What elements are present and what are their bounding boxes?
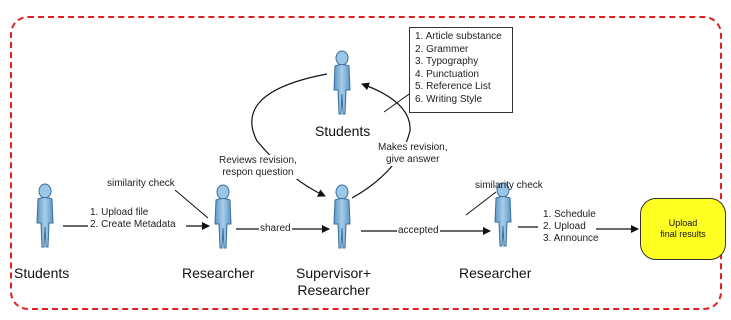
shared-label: shared [259,223,292,235]
criteria-item: 3. Typography [415,56,479,67]
reviews-line2: respon question [222,167,294,178]
criteria-item: 2. Grammer [415,43,469,55]
upload-final-results-node: Upload final results [640,198,726,260]
list-pointer-line [383,91,413,113]
actor-researcher-right: Researcher [459,265,532,281]
student-top-figure [333,50,351,115]
dashed-frame [10,16,722,310]
final-step-item: 2. Upload [543,221,586,232]
reviews-line1: Reviews revision, [219,155,297,166]
similarity-left-line [174,189,209,219]
step1-item: 1. Upload file [90,207,149,218]
actor-researcher-left: Researcher [182,265,255,281]
accepted-label: accepted [397,225,440,237]
actor-students-left: Students [14,265,70,281]
researcher-right-figure [494,182,512,247]
final-steps-list: 1. Schedule 2. Upload 3. Announce [543,209,599,245]
criteria-item: 6. Writing Style [415,93,483,105]
review-criteria-box: 1. Article substance 2. Grammer 3. Typog… [409,27,513,113]
step1-list: 1. Upload file 2. Create Metadata [90,207,176,231]
actor-supervisor-line1: Supervisor+ [296,265,372,281]
similarity-left-label: similarity check [107,178,175,189]
makes-line1: Makes revision, [378,142,448,153]
reviews-label: Reviews revision, respon question [219,155,297,179]
researcher-left-figure [214,184,232,249]
makes-line2: give answer [386,154,440,165]
criteria-item: 1. Article substance [415,31,502,42]
similarity-right-label: similarity check [475,180,543,191]
bubble-line1: Upload [668,218,698,228]
final-step-item: 1. Schedule [543,209,596,220]
supervisor-figure [333,184,351,249]
final-step-item: 3. Announce [543,233,599,244]
reviews-arrow [251,73,328,197]
actor-supervisor-line2: Researcher [297,282,370,298]
student-left-figure [36,183,54,248]
criteria-item: 4. Punctuation [415,68,479,80]
makes-label: Makes revision, give answer [378,142,448,166]
makes-arrow [351,82,411,199]
actor-supervisor: Supervisor+ Researcher [296,265,371,299]
step1-item: 2. Create Metadata [90,219,176,230]
actor-students-top: Students [315,123,371,139]
similarity-right-line [465,191,497,216]
bubble-line2: final results [660,229,706,239]
criteria-item: 5. Reference List [415,81,491,92]
